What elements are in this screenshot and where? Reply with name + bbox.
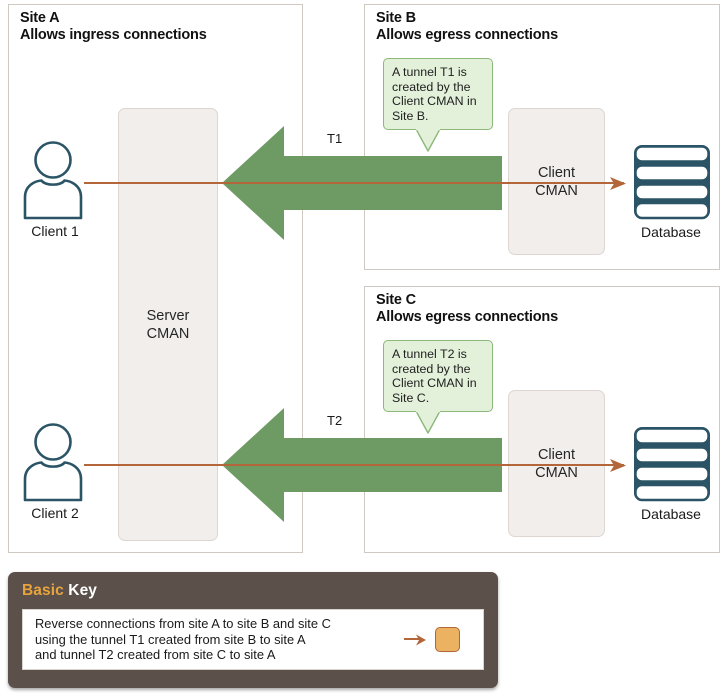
site-c-callout-text: A tunnel T2 is created by the Client CMA… [383,340,493,412]
site-b-database-icon [631,142,713,227]
client-1-icon [18,140,88,225]
key-sample [389,627,483,652]
site-b-title: Site B Allows egress connections [376,10,558,43]
key-color-swatch [435,627,460,652]
site-c-database-icon [631,424,713,509]
key-description: Reverse connections from site A to site … [35,616,331,663]
site-b-client-cman-box: Client CMAN [508,108,605,255]
site-c-database-label: Database [641,506,701,522]
site-b-callout: A tunnel T1 is created by the Client CMA… [383,58,493,152]
server-cman-box: Server CMAN [118,108,218,541]
key-arrow-icon [404,634,426,645]
client-2-label: Client 2 [31,505,79,521]
site-b-callout-text: A tunnel T1 is created by the Client CMA… [383,58,493,130]
tunnel-t2-arrow [222,400,502,535]
client-1-label: Client 1 [31,223,79,239]
site-c-title: Site C Allows egress connections [376,292,558,325]
site-c-callout: A tunnel T2 is created by the Client CMA… [383,340,493,434]
key-title: Basic Key [22,582,97,600]
site-a-title: Site A Allows ingress connections [20,10,207,43]
site-b-database-label: Database [641,224,701,240]
connection-arrowhead-top [610,174,630,199]
key-title-rest: Key [68,582,98,599]
key-title-accent: Basic [22,582,64,599]
key-row: Reverse connections from site A to site … [22,609,484,670]
site-b-callout-tail [415,129,441,152]
connection-line-client1-to-database [84,182,624,184]
connection-arrowhead-bottom [610,456,630,481]
connection-line-client2-to-database [84,464,624,466]
site-c-client-cman-box: Client CMAN [508,390,605,537]
tunnel-t2-label: T2 [327,413,343,428]
site-c-callout-tail [415,411,441,434]
client-2-icon [18,422,88,507]
tunnel-t1-label: T1 [327,131,343,146]
tunnel-t1-arrow [222,118,502,253]
